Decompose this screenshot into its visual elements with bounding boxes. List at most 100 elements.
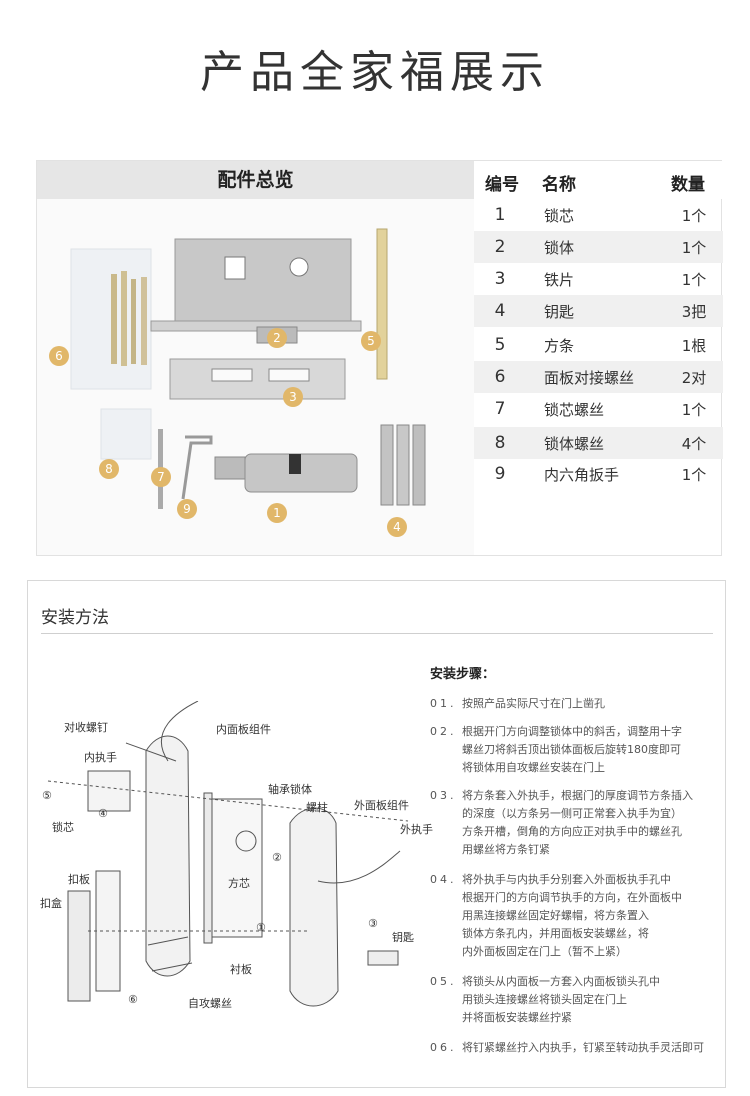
label-yaoshi: 钥匙 bbox=[392, 931, 414, 944]
strike-slot bbox=[268, 368, 310, 382]
row-qty: 4个 bbox=[681, 435, 707, 453]
label-duishou: 对收螺钉 bbox=[64, 721, 108, 734]
circle-1: ① bbox=[256, 921, 266, 934]
step-text: 按照产品实际尺寸在门上凿孔 bbox=[462, 697, 605, 710]
table-row: 5 方条 1根 bbox=[474, 329, 723, 361]
row-name: 锁体 bbox=[544, 239, 575, 257]
label-zigong: 自攻螺丝 bbox=[188, 997, 232, 1010]
screw bbox=[147, 936, 189, 946]
badge-9: 9 bbox=[177, 499, 197, 519]
step-number: 06. bbox=[430, 1041, 457, 1054]
row-num: 1 bbox=[494, 205, 506, 225]
badge-7: 7 bbox=[151, 467, 171, 487]
row-name: 内六角扳手 bbox=[544, 466, 620, 484]
strike-slot bbox=[211, 368, 253, 382]
badge-2: 2 bbox=[267, 328, 287, 348]
row-qty: 3把 bbox=[681, 303, 707, 321]
row-num: 9 bbox=[494, 464, 506, 484]
key bbox=[396, 424, 410, 506]
strike-plate bbox=[169, 358, 346, 400]
small-screw-bag bbox=[100, 408, 152, 460]
parts-overview: 配件总览 bbox=[36, 160, 723, 556]
page-title: 产品全家福展示 bbox=[200, 47, 550, 98]
cylinder bbox=[87, 770, 131, 812]
allen-key bbox=[181, 435, 213, 500]
step-text: 将钉紧螺丝拧入内执手，钉紧至转动执手灵活即可 bbox=[462, 1041, 704, 1054]
label-neimianban: 内面板组件 bbox=[216, 723, 271, 736]
label-suoxin: 锁芯 bbox=[52, 821, 74, 834]
screw bbox=[125, 742, 177, 762]
circle-4: ④ bbox=[98, 807, 108, 820]
table-row: 7 锁芯螺丝 1个 bbox=[474, 393, 723, 425]
lock-hole bbox=[289, 257, 309, 277]
install-title: 安装方法 bbox=[41, 608, 109, 628]
table-row: 4 钥匙 3把 bbox=[474, 295, 723, 327]
cylinder-knob bbox=[214, 456, 246, 480]
parts-photo bbox=[70, 228, 426, 509]
install-diagram bbox=[47, 701, 409, 1007]
label-waimianban: 外面板组件 bbox=[354, 799, 409, 812]
label-fangxin: 方芯 bbox=[228, 877, 250, 890]
row-qty: 1个 bbox=[681, 271, 707, 289]
row-name: 面板对接螺丝 bbox=[544, 369, 635, 387]
header-name: 名称 bbox=[542, 175, 576, 195]
cylinder-cam bbox=[289, 454, 301, 474]
badge-8: 8 bbox=[99, 459, 119, 479]
table-row: 6 面板对接螺丝 2对 bbox=[474, 361, 723, 393]
badge-6: 6 bbox=[49, 346, 69, 366]
inner-plate bbox=[145, 735, 191, 977]
screw-post bbox=[141, 277, 147, 365]
row-name: 锁芯螺丝 bbox=[544, 401, 605, 419]
row-num: 4 bbox=[494, 301, 506, 321]
step-text: 将外执手与内执手分别套入外面板执手孔中 根据开门的方向调节执手的方向，在外面板中… bbox=[462, 873, 682, 958]
row-qty: 1个 bbox=[681, 239, 707, 257]
step-number: 02. bbox=[430, 725, 457, 738]
step-text: 将方条套入外执手，根据门的厚度调节方条插入 的深度（以方条另一侧可正常套入执手为… bbox=[462, 789, 693, 856]
row-num: 7 bbox=[494, 399, 506, 419]
row-num: 3 bbox=[494, 269, 506, 289]
step-text: 将锁头从内面板一方套入内面板锁头孔中 用锁头连接螺丝将锁头固定在门上 并将面板安… bbox=[462, 975, 660, 1024]
spindle-hub bbox=[235, 830, 257, 852]
row-qty: 1根 bbox=[681, 337, 707, 355]
overview-header: 配件总览 bbox=[37, 161, 474, 199]
key bbox=[412, 424, 426, 506]
label-chenban: 衬板 bbox=[230, 963, 252, 976]
header-num: 编号 bbox=[485, 175, 519, 195]
lock-hole bbox=[224, 256, 246, 280]
badge-1: 1 bbox=[267, 503, 287, 523]
key bbox=[380, 424, 394, 506]
label-kouhe: 扣盒 bbox=[40, 897, 62, 910]
table-row: 9 内六角扳手 1个 bbox=[474, 458, 723, 490]
outer-handle bbox=[317, 850, 401, 884]
row-num: 5 bbox=[494, 335, 506, 355]
label-zhoucheng: 轴承锁体 bbox=[268, 783, 312, 796]
table-row: 2 锁体 1个 bbox=[474, 231, 723, 263]
header-qty: 数量 bbox=[671, 175, 705, 195]
label-luozhu: 螺柱 bbox=[306, 801, 328, 814]
lock-faceplate bbox=[150, 320, 362, 332]
row-name: 钥匙 bbox=[544, 303, 575, 321]
row-name: 铁片 bbox=[544, 271, 575, 289]
row-name: 锁体螺丝 bbox=[544, 435, 605, 453]
label-kouban: 扣板 bbox=[68, 873, 90, 886]
parts-table: 编号 名称 数量 1 锁芯 1个 2 锁体 1个 3 铁片 1个 4 钥匙 3把… bbox=[474, 161, 723, 555]
screw-post bbox=[121, 271, 127, 366]
table-row: 8 锁体螺丝 4个 bbox=[474, 427, 723, 459]
outer-plate bbox=[289, 807, 339, 1007]
badge-5: 5 bbox=[361, 331, 381, 351]
step-number: 03. bbox=[430, 789, 457, 802]
steps-title: 安装步骤： bbox=[430, 667, 496, 682]
row-name: 方条 bbox=[544, 337, 575, 355]
circle-6: ⑥ bbox=[128, 993, 138, 1006]
row-num: 8 bbox=[494, 433, 506, 453]
table-header: 编号 名称 数量 bbox=[474, 161, 723, 199]
lock-case bbox=[209, 798, 263, 938]
row-qty: 1个 bbox=[681, 466, 707, 484]
inner-handle bbox=[161, 701, 199, 762]
lock-body bbox=[174, 238, 352, 330]
circle-3: ③ bbox=[368, 917, 378, 930]
row-name: 锁芯 bbox=[544, 207, 575, 225]
key bbox=[367, 950, 399, 966]
install-section: 安装方法 安装步骤： 01. 按照产品实际尺寸在门上凿孔 02. 根据开门方向调… bbox=[27, 580, 726, 1088]
divider bbox=[41, 633, 713, 634]
